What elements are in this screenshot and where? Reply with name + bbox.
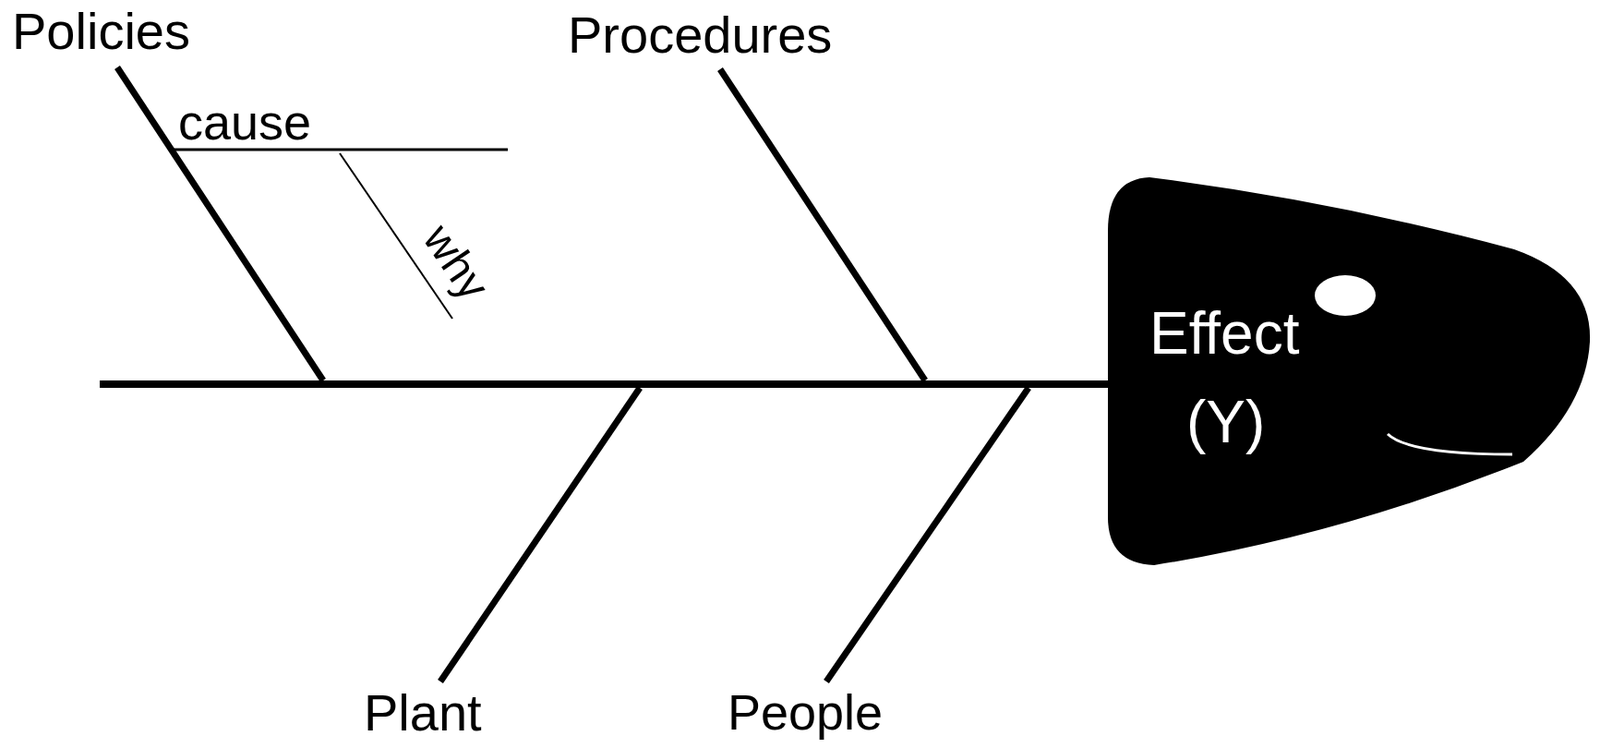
category-label: Policies [12,5,191,58]
cause-line [171,148,508,152]
effect-text: (Y) [1186,392,1265,452]
head-outline [1107,177,1590,566]
category-label: cause [178,96,312,147]
fish-eye [1314,275,1376,316]
head-shape [1106,173,1596,569]
category-label: People [727,686,883,737]
bone [117,67,324,381]
category-label: Plant [363,686,482,739]
effect-text: Effect [1149,303,1300,363]
fish-head: Effect (Y) [1106,173,1596,569]
category-label: Procedures [567,9,832,61]
fish-mouth [1387,433,1513,455]
spine [99,380,1112,388]
bone [440,387,640,682]
bone [720,69,926,381]
bone [826,387,1029,682]
category-label: why [415,216,497,308]
